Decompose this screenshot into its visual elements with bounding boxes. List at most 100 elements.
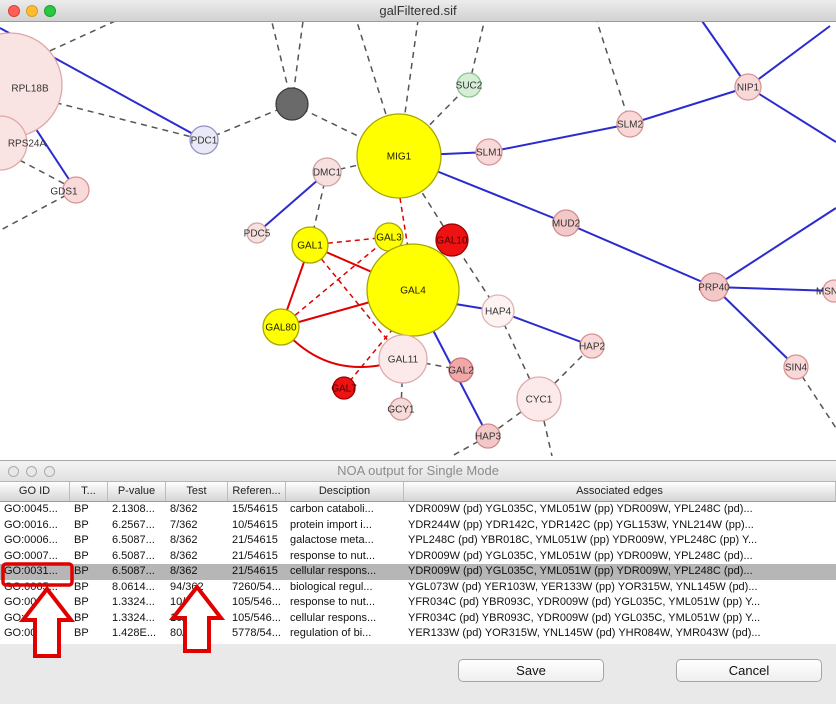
edge-rd[interactable] bbox=[280, 236, 390, 328]
column-header-t[interactable]: T... bbox=[70, 482, 108, 501]
node-label: SIN4 bbox=[785, 363, 808, 374]
node-label: NIP1 bbox=[737, 83, 760, 94]
node-label: HAP4 bbox=[485, 307, 512, 318]
node-hap2[interactable] bbox=[579, 333, 605, 359]
node-gal2[interactable] bbox=[448, 357, 474, 383]
node-nip1[interactable] bbox=[734, 73, 762, 101]
node-suc2[interactable] bbox=[456, 72, 482, 98]
edge-pp[interactable] bbox=[256, 171, 328, 234]
cell: BP bbox=[74, 596, 89, 608]
button-bar: Save Cancel bbox=[0, 644, 836, 704]
node-gal1[interactable] bbox=[291, 226, 329, 264]
close-button[interactable] bbox=[8, 466, 19, 477]
zoom-button[interactable] bbox=[44, 466, 55, 477]
zoom-button[interactable] bbox=[44, 5, 56, 17]
cell: GO:0006... bbox=[4, 596, 58, 608]
save-button[interactable]: Save bbox=[458, 659, 604, 682]
edge-pd[interactable] bbox=[451, 435, 489, 457]
node-label: CYC1 bbox=[526, 395, 553, 406]
edge-pp[interactable] bbox=[713, 207, 836, 288]
cell: BP bbox=[74, 534, 89, 546]
node-cyc1[interactable] bbox=[516, 376, 562, 422]
node-gds1[interactable] bbox=[62, 176, 90, 204]
edge-pd[interactable] bbox=[591, 5, 631, 125]
node-gal4[interactable] bbox=[366, 243, 460, 337]
column-header-go-id[interactable]: GO ID bbox=[0, 482, 70, 501]
cell: galactose meta... bbox=[290, 534, 374, 546]
node-label: SLM2 bbox=[617, 120, 644, 131]
cell: BP bbox=[74, 518, 89, 531]
column-header-p-value[interactable]: P-value bbox=[108, 482, 166, 501]
node-gal80[interactable] bbox=[262, 308, 300, 346]
edge-pd[interactable] bbox=[44, 99, 205, 141]
column-header-test[interactable]: Test bbox=[166, 482, 228, 501]
minimize-button[interactable] bbox=[26, 466, 37, 477]
node-label: GAL3 bbox=[376, 233, 402, 244]
node-pdc5[interactable] bbox=[246, 222, 268, 244]
cell: BP bbox=[74, 549, 89, 562]
node-mud2[interactable] bbox=[552, 209, 580, 237]
edge-pp[interactable] bbox=[488, 123, 631, 153]
cell: BP bbox=[74, 503, 89, 515]
node-slm1[interactable] bbox=[475, 138, 503, 166]
window2-titlebar: NOA output for Single Mode bbox=[0, 460, 836, 482]
cell: 8/362 bbox=[170, 534, 198, 546]
edge-pp[interactable] bbox=[629, 86, 749, 125]
node-hap4[interactable] bbox=[481, 294, 515, 328]
node-gal10[interactable] bbox=[435, 223, 469, 257]
edge-rd[interactable] bbox=[309, 244, 404, 360]
node-label: HAP3 bbox=[475, 432, 502, 443]
node-gcy1[interactable] bbox=[389, 397, 413, 421]
column-header-referen[interactable]: Referen... bbox=[228, 482, 286, 501]
edge-pp[interactable] bbox=[713, 286, 797, 368]
cell: GO:0007... bbox=[4, 549, 58, 562]
node-label: GAL2 bbox=[448, 366, 474, 377]
edge-pp[interactable] bbox=[565, 222, 715, 288]
node-rps24a[interactable] bbox=[0, 115, 28, 171]
node-slm2[interactable] bbox=[616, 110, 644, 138]
node-msn[interactable] bbox=[822, 279, 836, 303]
close-button[interactable] bbox=[8, 5, 20, 17]
node-sin4[interactable] bbox=[783, 354, 809, 380]
window1-titlebar: galFiltered.sif bbox=[0, 0, 836, 22]
node-mig1[interactable] bbox=[356, 113, 442, 199]
node-gal11[interactable] bbox=[378, 334, 428, 384]
cancel-button[interactable]: Cancel bbox=[676, 659, 822, 682]
edge-pp[interactable] bbox=[747, 86, 836, 143]
node-label: SUC2 bbox=[456, 81, 483, 92]
edge-rd[interactable] bbox=[343, 329, 393, 389]
node-dmc1[interactable] bbox=[312, 157, 342, 187]
column-header-associated-edges[interactable]: Associated edges bbox=[404, 482, 836, 501]
edge-pd[interactable] bbox=[267, 5, 293, 105]
cell: GO:0065... bbox=[4, 580, 58, 593]
column-header-desciption[interactable]: Desciption bbox=[286, 482, 404, 501]
node-unlabeled[interactable] bbox=[275, 87, 309, 121]
cell: GO:0031... bbox=[4, 565, 58, 577]
edge-pp[interactable] bbox=[29, 119, 77, 191]
cell: YDR244W (pp) YDR142C, YDR142C (pp) YGL15… bbox=[408, 518, 754, 531]
edge-pp[interactable] bbox=[713, 286, 835, 292]
node-pdc1[interactable] bbox=[189, 125, 219, 155]
node-gal7[interactable] bbox=[332, 376, 356, 400]
edge-pp[interactable] bbox=[497, 310, 593, 347]
minimize-button[interactable] bbox=[26, 5, 38, 17]
edge-pd[interactable] bbox=[400, 358, 404, 410]
node-prp40[interactable] bbox=[699, 272, 729, 302]
edge-pp[interactable] bbox=[432, 329, 489, 437]
node-hap3[interactable] bbox=[475, 423, 501, 449]
network-canvas[interactable]: RPL18BRPS24AGDS1PDC1MIG1SUC2SLM1SLM2NIP1… bbox=[0, 0, 836, 460]
cell: 6.2567... bbox=[112, 518, 155, 531]
edge-pd[interactable] bbox=[538, 398, 553, 457]
cell: protein import i... bbox=[290, 518, 372, 531]
edge-pp[interactable] bbox=[747, 25, 831, 88]
edge-pd[interactable] bbox=[0, 189, 77, 233]
